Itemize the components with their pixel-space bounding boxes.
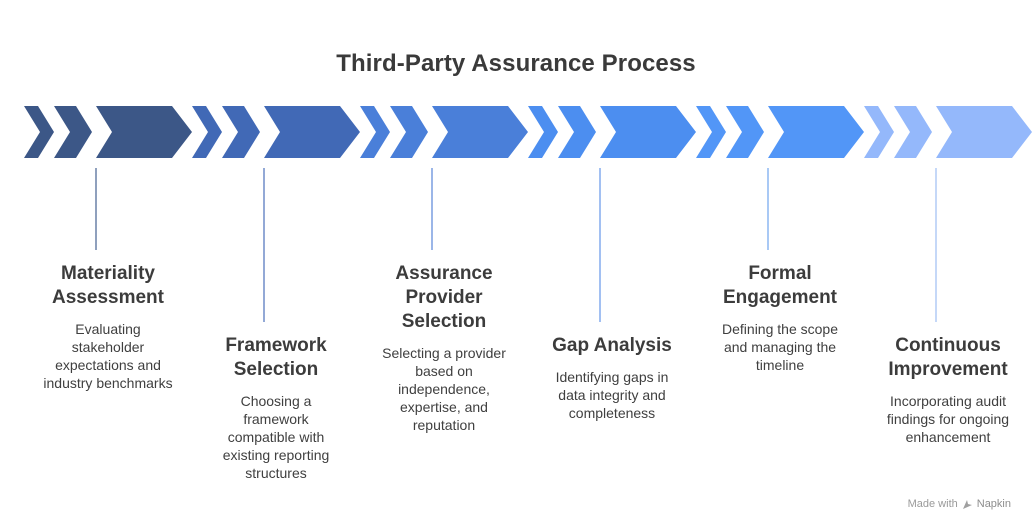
stage-description: Incorporating audit findings for ongoing e… xyxy=(858,392,1032,446)
chevron-segment-3 xyxy=(264,106,360,158)
chevron-segment-1 xyxy=(360,106,390,158)
stage-title-line: Provider xyxy=(405,287,483,308)
chevron-segment-1 xyxy=(864,106,894,158)
stage-description-line: completeness xyxy=(568,405,656,421)
stage-description-line: Incorporating audit xyxy=(890,393,1006,409)
chevron-arrow-icon xyxy=(24,106,192,158)
stage-description-line: reputation xyxy=(412,417,476,433)
connector-line xyxy=(599,168,601,322)
stage-title: Gap Analysis xyxy=(522,334,702,358)
chevron-segment-3 xyxy=(96,106,192,158)
stage-description-line: industry benchmarks xyxy=(43,375,173,391)
stage-description-line: independence, xyxy=(398,381,490,397)
stage-description-line: findings for ongoing xyxy=(886,411,1010,427)
stage-title-line: Assessment xyxy=(52,287,164,308)
stage-description: Choosing a framework compatible with existi… xyxy=(186,392,366,482)
stage-description-line: expertise, and xyxy=(400,399,488,415)
chevron-segment-3 xyxy=(600,106,696,158)
chevron-segment-2 xyxy=(726,106,764,158)
stage-description-line: and managing the xyxy=(723,339,837,355)
connector-line xyxy=(95,168,97,250)
stage-title-line: Framework xyxy=(225,335,327,356)
stage-description-line: data integrity and xyxy=(558,387,666,403)
connector-line xyxy=(935,168,937,322)
chevron-arrow-icon xyxy=(192,106,360,158)
napkin-brand-label: Napkin xyxy=(976,498,1011,510)
chevron-segment-1 xyxy=(24,106,54,158)
stage-title-line: Gap Analysis xyxy=(552,335,672,356)
stage-description-line: stakeholder xyxy=(71,339,145,355)
connector-line xyxy=(263,168,265,322)
chevron-segment-1 xyxy=(696,106,726,158)
stage-title-line: Materiality xyxy=(61,263,155,284)
stage-title-line: Continuous xyxy=(895,335,1001,356)
chevron-arrow-icon xyxy=(528,106,696,158)
chevron-segment-2 xyxy=(558,106,596,158)
napkin-logo-icon xyxy=(962,499,972,509)
stage-title-line: Improvement xyxy=(888,359,1008,380)
stage-description-line: enhancement xyxy=(905,429,991,445)
stage-description-line: Evaluating xyxy=(75,321,141,337)
made-with-label: Made with xyxy=(907,498,958,510)
stage-description-line: existing reporting xyxy=(222,447,330,463)
stage-description-line: framework xyxy=(243,411,309,427)
chevron-segment-2 xyxy=(390,106,428,158)
stage-description-line: Selecting a provider xyxy=(382,345,506,361)
footer-watermark: Made with Napkin xyxy=(908,498,1011,510)
stage-description: Evaluating stakeholder expectations and ind… xyxy=(18,320,198,392)
stage-title-line: Selection xyxy=(401,311,487,332)
stage-description-line: compatible with xyxy=(227,429,325,445)
stage-title-line: Formal xyxy=(748,263,812,284)
stage-description-line: structures xyxy=(245,465,307,481)
stage-title-line: Selection xyxy=(233,359,319,380)
chevron-segment-1 xyxy=(528,106,558,158)
connector-line xyxy=(767,168,769,250)
chevron-segment-2 xyxy=(54,106,92,158)
stage-description-line: Defining the scope xyxy=(722,321,838,337)
chevron-arrow-icon xyxy=(864,106,1032,158)
stage-description: Defining the scope and managing the timeli… xyxy=(690,320,870,374)
stage-description-line: expectations and xyxy=(55,357,161,373)
chevron-segment-1 xyxy=(192,106,222,158)
stage-description-line: timeline xyxy=(755,357,805,373)
connector-line xyxy=(431,168,433,250)
stage-title-line: Engagement xyxy=(722,287,838,308)
stage-title-line: Assurance xyxy=(395,263,493,284)
stage-description-line: Choosing a xyxy=(240,393,312,409)
stage-description: Selecting a provider based on independence… xyxy=(354,344,534,434)
stage-description-line: Identifying gaps in xyxy=(555,369,669,385)
stage-description-line: based on xyxy=(415,363,473,379)
chevron-segment-3 xyxy=(432,106,528,158)
chevron-segment-2 xyxy=(222,106,260,158)
page-title: Third-Party Assurance Process xyxy=(336,50,696,77)
stage-description: Identifying gaps in data integrity and com… xyxy=(522,368,702,422)
chevron-segment-2 xyxy=(894,106,932,158)
chevron-segment-3 xyxy=(768,106,864,158)
chevron-arrow-icon xyxy=(696,106,864,158)
chevron-segment-3 xyxy=(936,106,1032,158)
chevron-arrow-icon xyxy=(360,106,528,158)
